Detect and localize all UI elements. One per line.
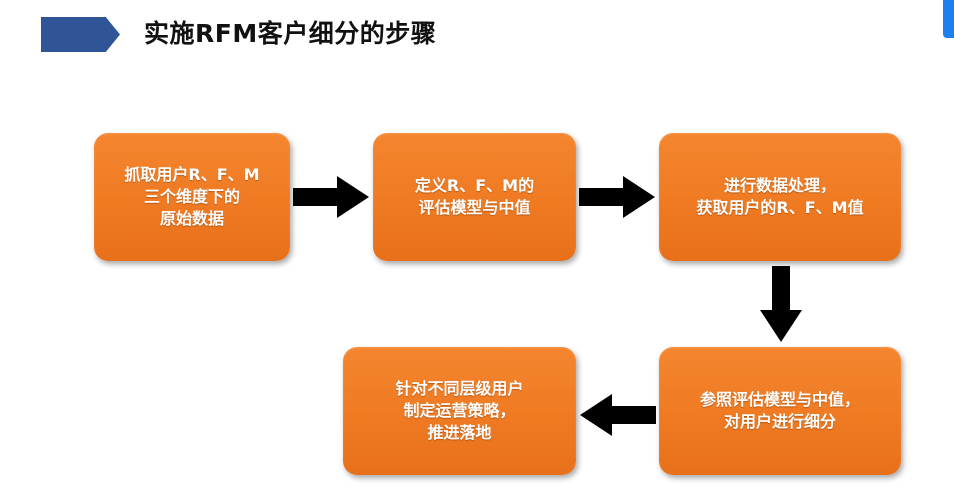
step-5-text: 针对不同层级用户 制定运营策略， 推进落地: [395, 379, 524, 442]
step-2-box: 定义R、F、M的 评估模型与中值: [373, 133, 576, 261]
step-3-text: 进行数据处理， 获取用户的R、F、M值: [696, 176, 864, 217]
step-4-text: 参照评估模型与中值， 对用户进行细分: [699, 390, 860, 431]
step-2-text: 定义R、F、M的 评估模型与中值: [414, 176, 535, 217]
arrow-right-icon: [293, 176, 369, 218]
arrow-right-icon: [579, 176, 655, 218]
step-1-text: 抓取用户R、F、M 三个维度下的 原始数据: [124, 165, 260, 228]
step-4-box: 参照评估模型与中值， 对用户进行细分: [659, 347, 901, 475]
page-title: 实施RFM客户细分的步骤: [144, 19, 437, 48]
edge-tab: [943, 0, 954, 38]
step-1-box: 抓取用户R、F、M 三个维度下的 原始数据: [94, 133, 290, 261]
title-marker: [41, 17, 120, 52]
arrow-down-icon: [760, 266, 802, 342]
step-3-box: 进行数据处理， 获取用户的R、F、M值: [659, 133, 901, 261]
arrow-left-icon: [580, 394, 656, 436]
step-5-box: 针对不同层级用户 制定运营策略， 推进落地: [343, 347, 576, 475]
